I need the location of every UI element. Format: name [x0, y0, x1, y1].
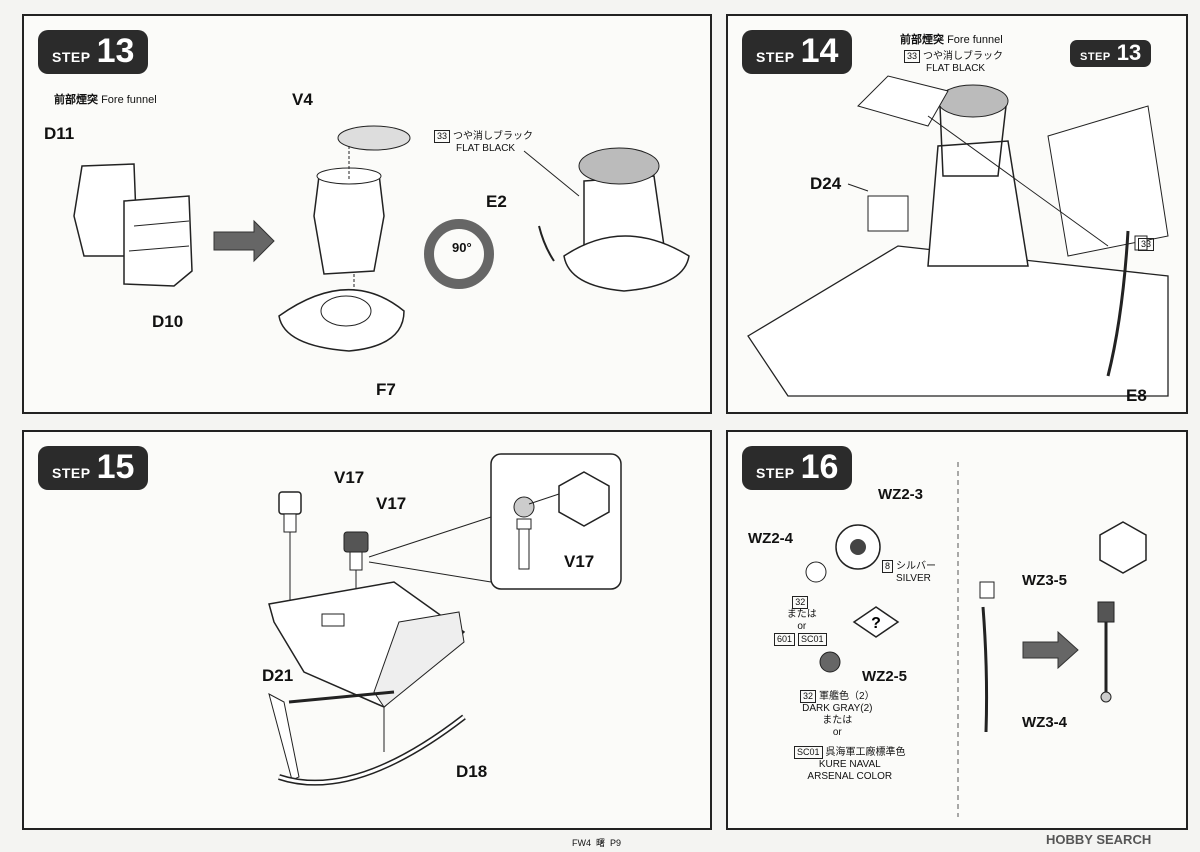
- step-13-reference-badge: STEP 13: [1070, 40, 1152, 67]
- question-icon: ?: [871, 615, 881, 632]
- part-v17-label-3: V17: [564, 552, 595, 571]
- part-wz2-4-label: WZ2-4: [748, 530, 793, 547]
- step-13-panel: STEP 13 前部煙突 Fore funnel D11 D10 V4 F7 E…: [22, 14, 712, 414]
- part-e2-label: E2: [486, 192, 507, 211]
- step-13-badge: STEP 13: [38, 30, 149, 74]
- part-e8-label: E8: [1126, 386, 1147, 405]
- part-v17-label-1: V17: [334, 468, 365, 487]
- part-wz2-3-label: WZ2-3: [878, 486, 923, 503]
- part-f7-label: F7: [376, 380, 396, 399]
- step-14-diagram: [747, 75, 1169, 397]
- part-d21-label: D21: [262, 666, 294, 685]
- step-15-diagram: [268, 453, 622, 786]
- hobby-search-watermark: HOBBY SEARCH: [1046, 832, 1152, 847]
- part-v4-label: V4: [292, 90, 313, 109]
- step-15-badge: STEP 15: [38, 446, 149, 490]
- step-16-panel: STEP 16 ? WZ2-3 WZ2-4 WZ2-5 WZ3-5 WZ3-4 …: [726, 430, 1188, 830]
- part-d11-label: D11: [44, 124, 75, 143]
- part-d18-label: D18: [456, 762, 488, 781]
- rotation-90-label: 90°: [452, 240, 472, 255]
- step-13-diagram: [73, 125, 690, 352]
- part-wz3-4-label: WZ3-4: [1022, 714, 1067, 731]
- part-d24-label: D24: [810, 174, 842, 193]
- step-14-paint-tag: 33: [1138, 238, 1155, 251]
- step-16-diagram: ?: [805, 462, 1147, 817]
- part-d10-label: D10: [152, 312, 184, 331]
- step-16-badge: STEP 16: [742, 446, 853, 490]
- page-footer: FW4 曙 P9: [572, 838, 622, 848]
- step-14-subtitle: 前部煙突 Fore funnel: [900, 34, 1003, 46]
- part-wz2-5-label: WZ2-5: [862, 668, 907, 685]
- step-14-badge: STEP 14: [742, 30, 853, 74]
- step-13-subtitle: 前部煙突 Fore funnel: [54, 94, 157, 106]
- part-v17-label-2: V17: [376, 494, 407, 513]
- part-wz3-5-label: WZ3-5: [1022, 572, 1067, 589]
- step-15-panel: STEP 15 V17 V17 V17 D21 D18: [22, 430, 712, 830]
